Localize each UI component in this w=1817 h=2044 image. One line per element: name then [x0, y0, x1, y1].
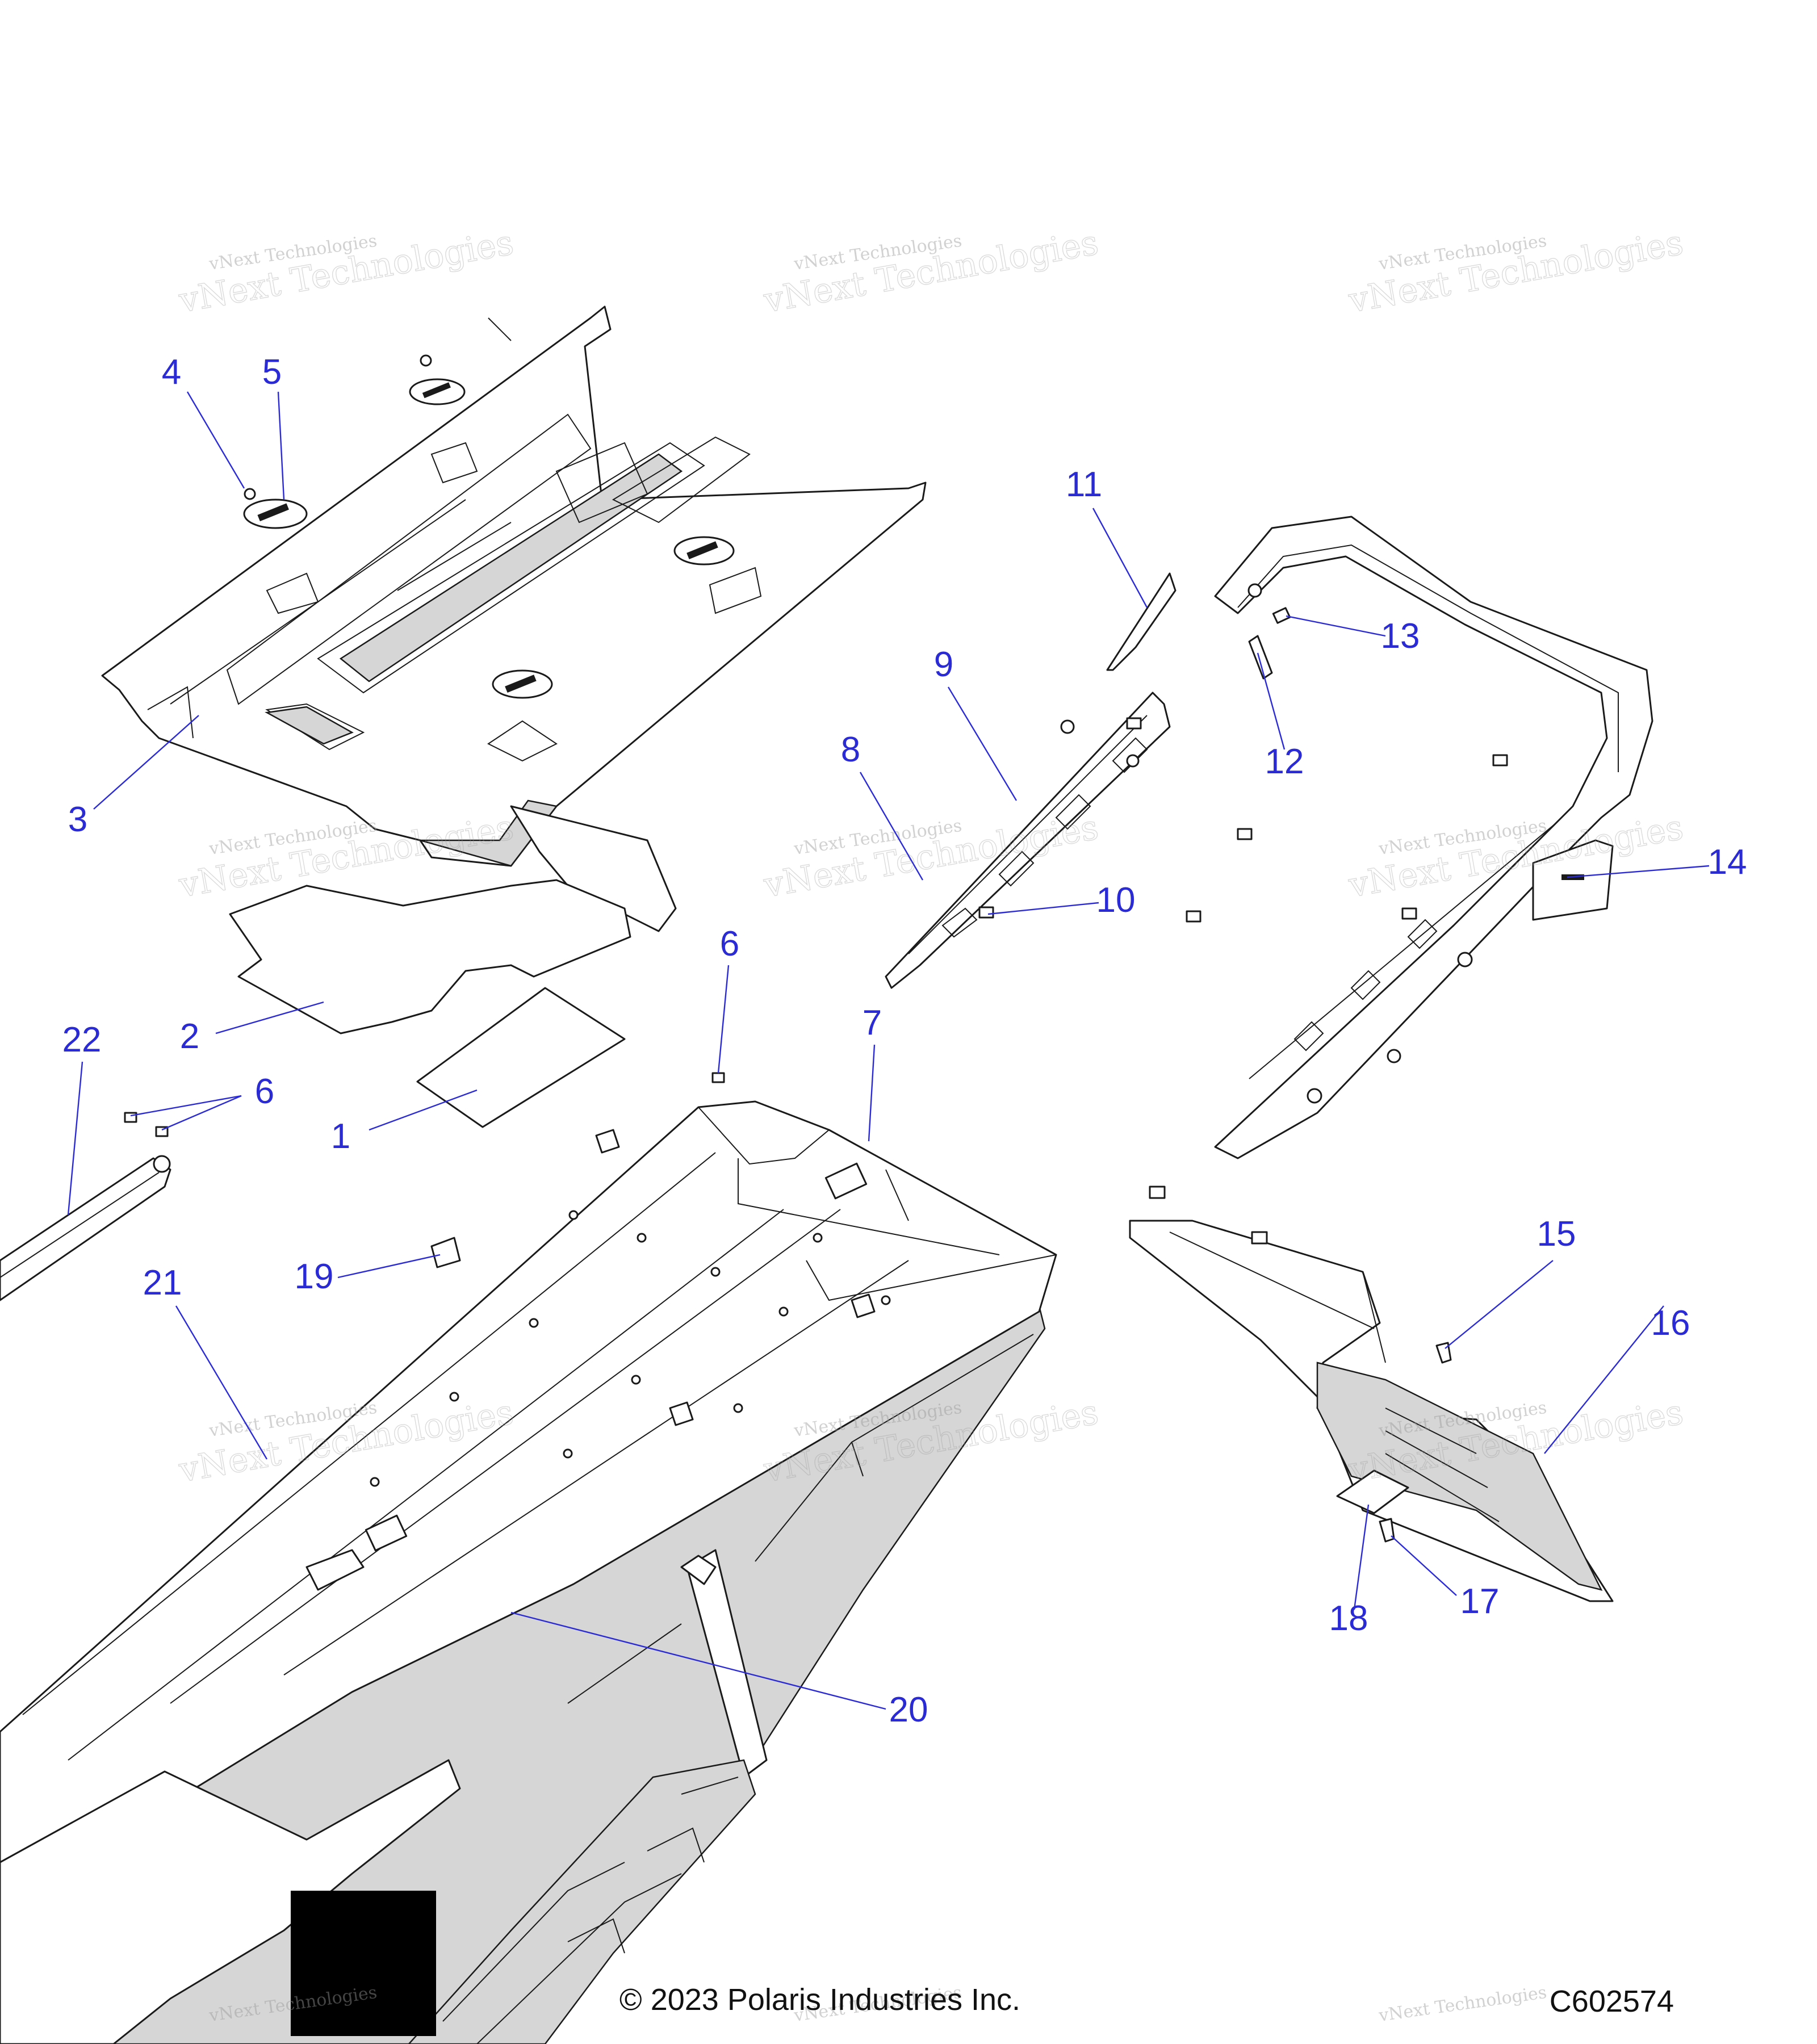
leader-line-11: [1092, 508, 1148, 608]
part-tunnel: [0, 1100, 1057, 2044]
callout-7: 7: [863, 1003, 882, 1042]
callout-2: 2: [180, 1017, 199, 1056]
leader-line-4: [186, 391, 245, 489]
leader-line-19: [337, 1254, 441, 1279]
part-plate: [1336, 1469, 1409, 1514]
leader-line-6a: [717, 965, 730, 1074]
copyright-text: © 2023 Polaris Industries Inc.: [619, 1983, 1020, 2017]
callout-6b: 6: [255, 1072, 274, 1111]
leader-line-18: [1353, 1504, 1370, 1610]
latch-group: [243, 354, 735, 699]
callout-19: 19: [295, 1257, 334, 1296]
part-handle-grip: [1106, 572, 1177, 671]
watermark-text: vNext Technologies: [1377, 1983, 1548, 2026]
callout-3: 3: [68, 800, 87, 839]
callout-4: 4: [162, 353, 181, 392]
leader-line-6b: [130, 1095, 242, 1117]
leader-line-3: [93, 715, 199, 810]
leader-line-9: [947, 686, 1018, 801]
callout-21: 21: [143, 1263, 182, 1302]
callout-13: 13: [1381, 617, 1420, 656]
callout-labels: 1 2 3 4 5 6 6 7 8 9 10 11 12 13 14 15 16…: [62, 353, 1747, 1729]
leader-line-16: [1544, 1305, 1664, 1454]
part-mat: [229, 879, 631, 1034]
screw-15: [1435, 1342, 1452, 1364]
part-clip-19: [430, 1237, 461, 1268]
callout-18: 18: [1329, 1599, 1368, 1638]
callout-17: 17: [1460, 1582, 1500, 1621]
leader-line-2: [215, 1001, 324, 1034]
leader-line-7: [868, 1044, 876, 1142]
callout-15: 15: [1537, 1214, 1576, 1254]
diagram-code: C602574: [1550, 1984, 1674, 2018]
part-seat-base: [101, 305, 927, 932]
callout-22: 22: [62, 1020, 102, 1059]
leader-line-5: [277, 391, 285, 500]
leader-line-21: [175, 1305, 268, 1460]
leader-line-12: [1257, 652, 1286, 750]
leader-line-8: [859, 772, 924, 881]
tunnel-holes: [370, 1210, 891, 1487]
callout-9: 9: [934, 645, 953, 684]
callout-20: 20: [889, 1690, 928, 1729]
redaction-block: [291, 1891, 436, 2036]
callout-8: 8: [841, 730, 860, 769]
part-rear-bumper: [1214, 516, 1653, 1159]
leader-line-6b2: [161, 1095, 242, 1131]
callout-16: 16: [1651, 1304, 1690, 1343]
callout-5: 5: [262, 353, 282, 392]
screw-17: [1379, 1518, 1395, 1543]
leader-line-13: [1286, 615, 1386, 637]
callout-12: 12: [1265, 742, 1304, 781]
callout-1: 1: [331, 1117, 350, 1156]
leader-line-14: [1567, 865, 1710, 878]
leader-line-1: [369, 1089, 478, 1131]
part-side-rail-left: [885, 692, 1171, 989]
leader-line-22: [67, 1061, 83, 1216]
leader-lines: [67, 391, 1710, 1710]
callout-14: 14: [1708, 843, 1747, 882]
part-rail: [0, 1155, 171, 1301]
hardware-bolts: [978, 607, 1508, 1063]
part-pad: [416, 987, 626, 1128]
leader-line-20: [510, 1611, 886, 1710]
part-mud-flap: [1129, 1220, 1614, 1602]
part-footrest: [408, 1334, 1034, 2044]
leader-line-10: [987, 902, 1099, 915]
callout-6a: 6: [720, 924, 739, 964]
leader-line-17: [1391, 1535, 1457, 1596]
callout-11: 11: [1066, 465, 1102, 504]
callout-10: 10: [1096, 881, 1136, 920]
leader-line-15: [1445, 1260, 1554, 1349]
